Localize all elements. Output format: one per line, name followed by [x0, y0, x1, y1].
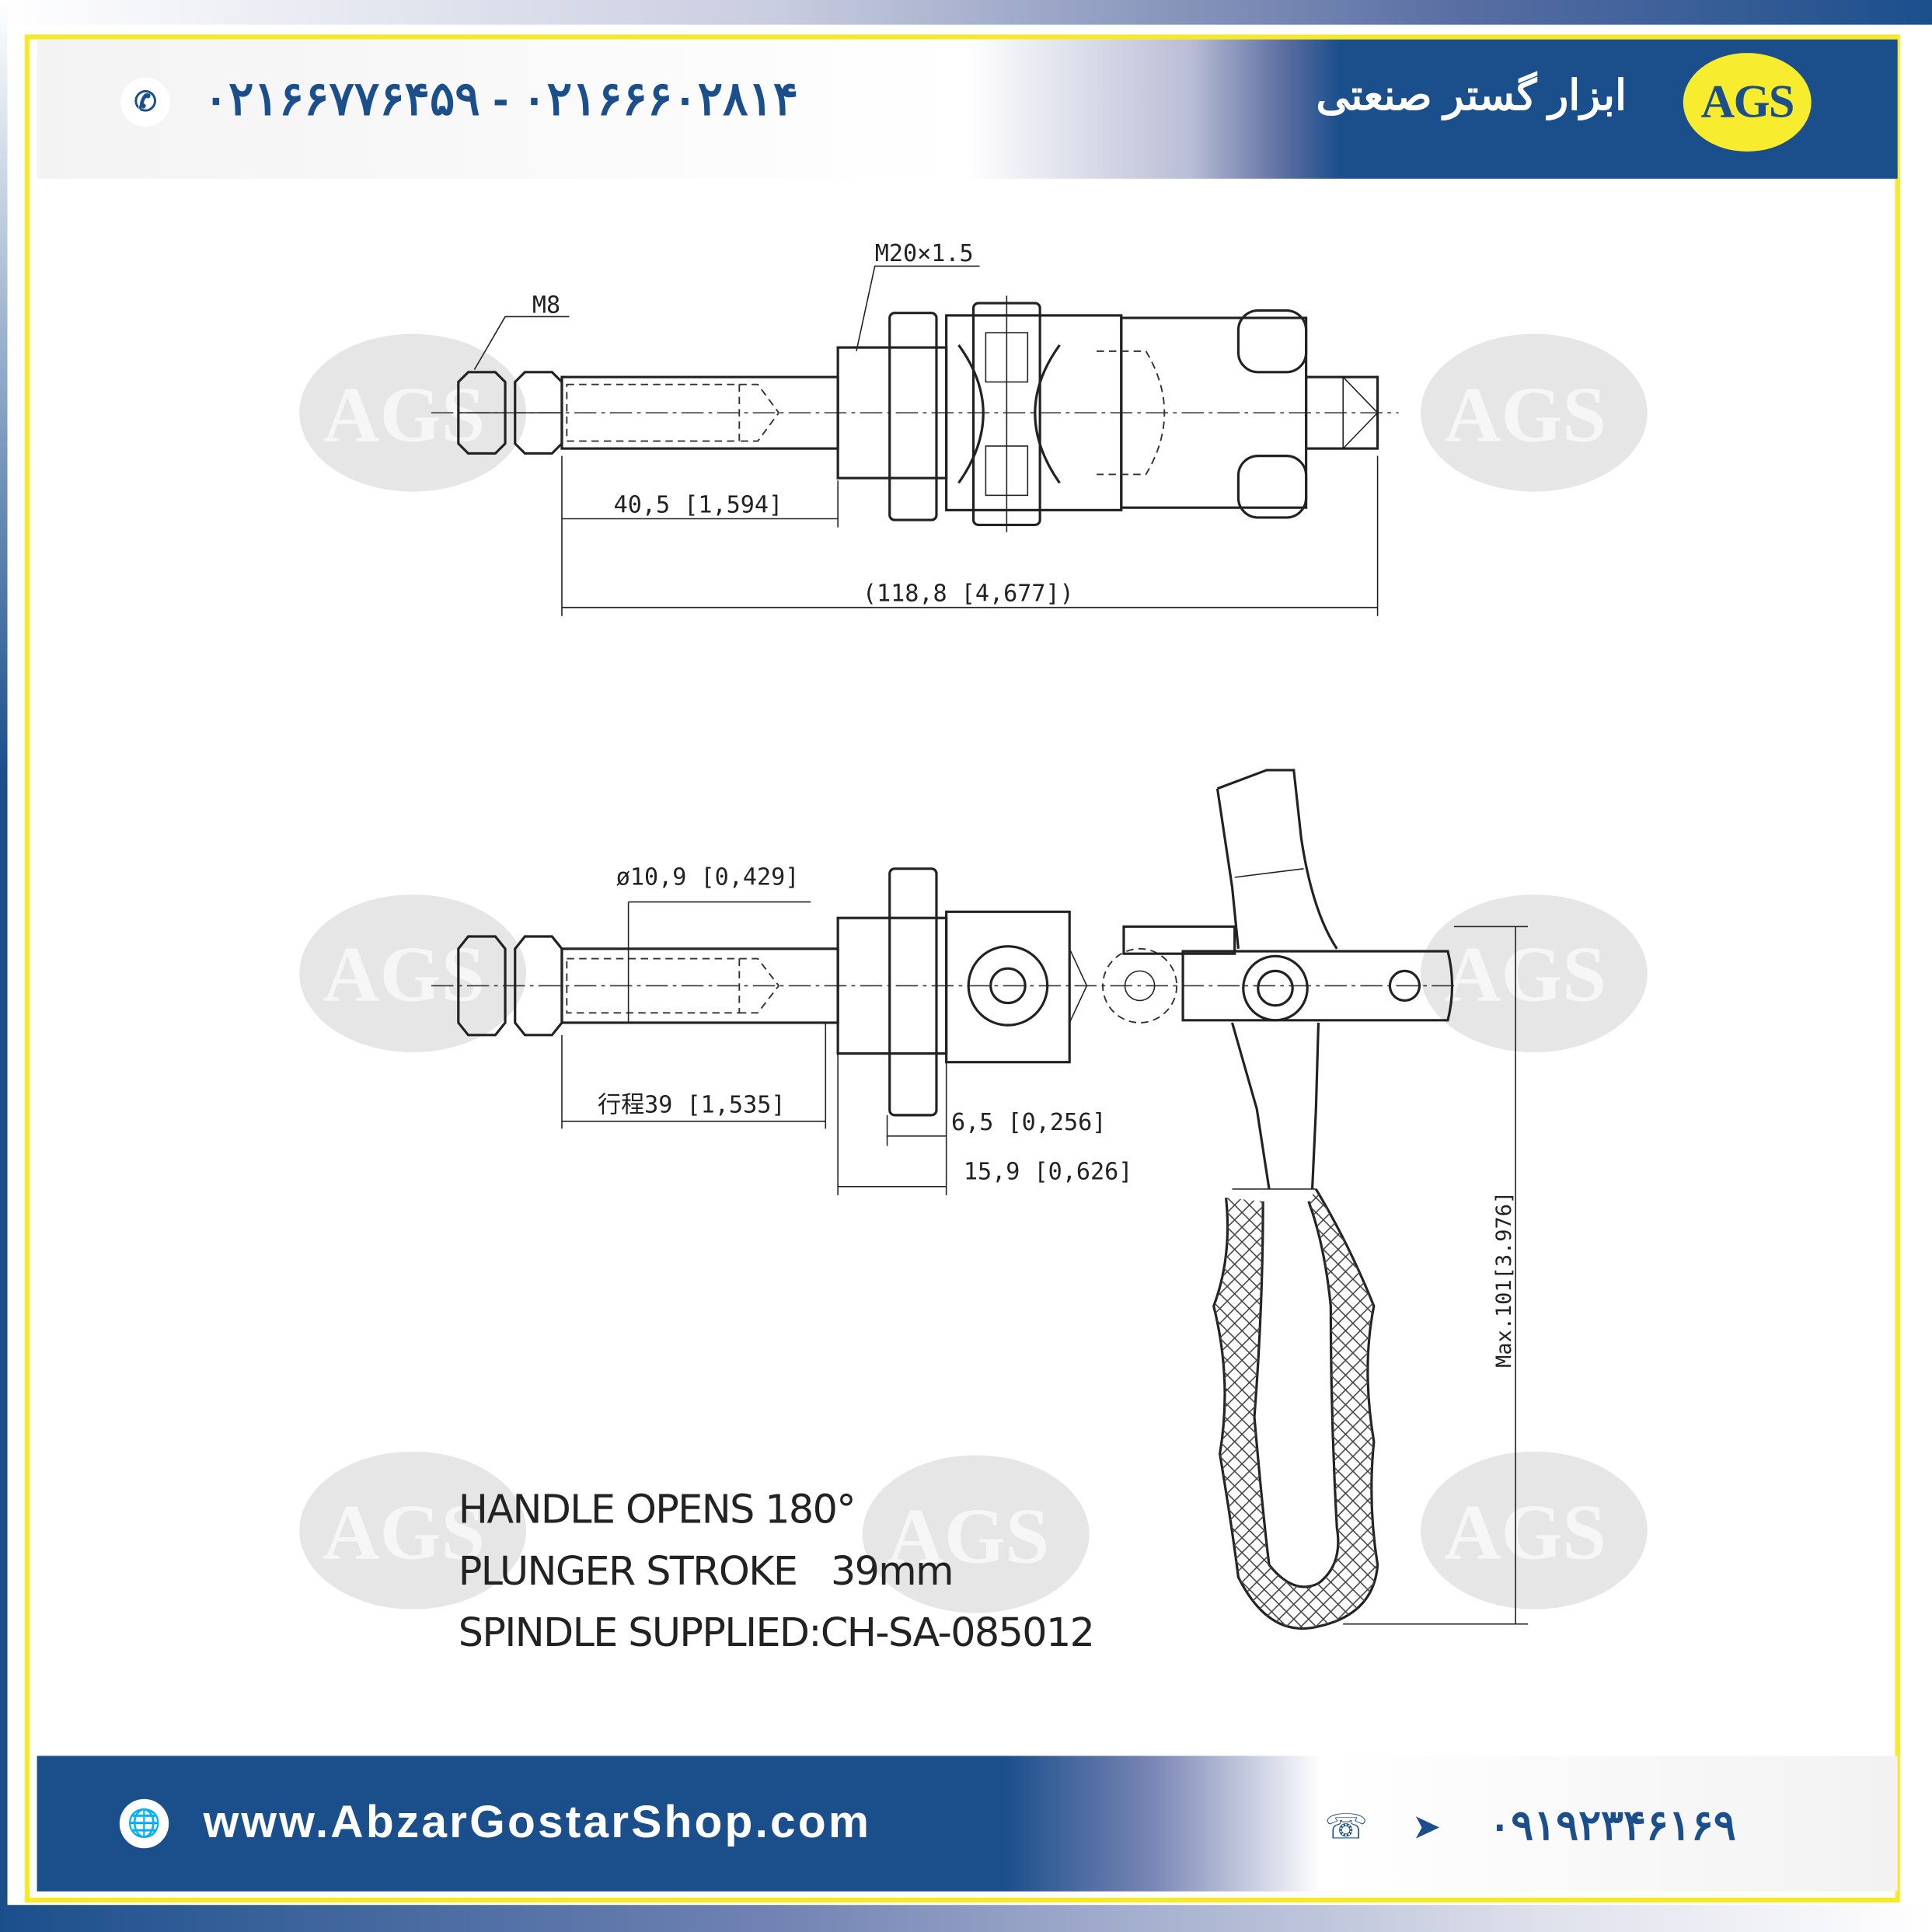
label-m20: M20×1.5	[875, 240, 974, 267]
dim-height: Max.101[3.976]	[1492, 1191, 1516, 1368]
brand-name: ابزار گستر صنعتی	[1316, 72, 1627, 120]
note-spindle: SPINDLE SUPPLIED:CH-SA-085012	[459, 1609, 1094, 1655]
note-plunger-stroke: PLUNGER STROKE 39mm	[459, 1548, 953, 1594]
phone-numbers: ۰۲۱۶۶۷۷۶۴۵۹ - ۰۲۱۶۶۶۰۲۸۱۴	[203, 74, 799, 126]
dim-stroke: 行程39 [1,535]	[598, 1092, 785, 1119]
website-link[interactable]: www.AbzarGostarShop.com	[203, 1796, 872, 1847]
svg-text:AGS: AGS	[1444, 371, 1606, 459]
dim-nut: 6,5 [0,256]	[951, 1109, 1106, 1136]
notes: HANDLE OPENS 180° PLUNGER STROKE 39mm SP…	[459, 1487, 1095, 1656]
ags-logo: AGS	[1683, 53, 1812, 152]
telegram-icon[interactable]: ➤	[1411, 1807, 1442, 1847]
left-strip	[0, 0, 8, 1932]
logo-text: AGS	[1700, 76, 1795, 128]
label-m8: M8	[532, 292, 560, 319]
dim-total-length: (118,8 [4,677])	[863, 581, 1074, 608]
footer-banner	[37, 1756, 1898, 1892]
mobile-number: ۰۹۱۹۲۳۴۶۱۶۹	[1488, 1802, 1736, 1850]
phone-icon: ✆	[120, 77, 170, 127]
svg-text:AGS: AGS	[1444, 930, 1606, 1017]
dim-rod-length: 40,5 [1,594]	[614, 492, 783, 519]
yellow-frame	[24, 34, 1900, 1903]
whatsapp-icon[interactable]: ☏	[1324, 1807, 1368, 1847]
svg-text:AGS: AGS	[323, 1489, 485, 1576]
top-gradient-strip	[0, 0, 1932, 25]
side-view: ø10,9 [0,429] 行程39 [1,535] 6,5 [0,256] 1…	[431, 769, 1529, 1630]
header-banner	[37, 39, 1898, 179]
svg-text:AGS: AGS	[888, 1492, 1050, 1579]
svg-text:AGS: AGS	[1444, 1489, 1606, 1576]
dim-diameter: ø10,9 [0,429]	[616, 863, 800, 891]
top-view: M8 M20×1.5 40,5 [1,594] (118,8 [4,677])	[431, 240, 1399, 616]
dim-block: 15,9 [0,626]	[964, 1158, 1133, 1185]
svg-text:AGS: AGS	[323, 930, 485, 1017]
note-handle-opens: HANDLE OPENS 180°	[459, 1487, 855, 1533]
globe-icon: 🌐	[119, 1798, 169, 1849]
bottom-gradient-strip	[0, 1905, 1932, 1932]
